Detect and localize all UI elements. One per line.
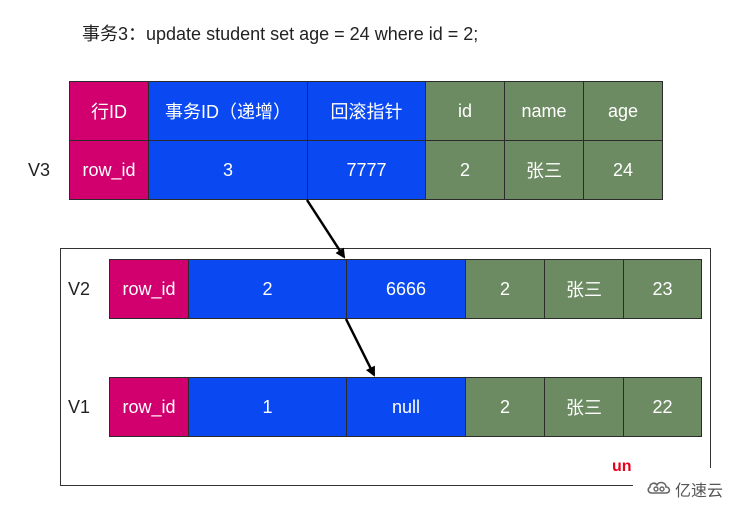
version-label-v1: V1 bbox=[68, 397, 91, 417]
v1-id: 2 bbox=[465, 377, 545, 437]
v2-id: 2 bbox=[465, 259, 545, 319]
cloud-logo-icon bbox=[647, 481, 671, 494]
version-label-v3: V3 bbox=[28, 160, 51, 180]
undo-log-box bbox=[60, 248, 711, 486]
v3-id: 2 bbox=[425, 140, 505, 200]
v2-roll-pointer: 6666 bbox=[346, 259, 466, 319]
v3-age: 24 bbox=[583, 140, 663, 200]
diagram-title: 事务3：update student set age = 24 where id… bbox=[82, 24, 479, 44]
v1-row-id: row_id bbox=[109, 377, 189, 437]
v2-to-v1-arrow bbox=[344, 318, 376, 377]
v2-row-id: row_id bbox=[109, 259, 189, 319]
v3-trx-id: 3 bbox=[148, 140, 308, 200]
v3-row-id: row_id bbox=[69, 140, 149, 200]
v3-roll-pointer: 7777 bbox=[307, 140, 426, 200]
header-name: name bbox=[504, 81, 584, 141]
v1-age: 22 bbox=[623, 377, 702, 437]
v2-age: 23 bbox=[623, 259, 702, 319]
undo-log-label: un bbox=[612, 458, 632, 475]
v1-name: 张三 bbox=[544, 377, 624, 437]
v3-to-v2-arrow bbox=[305, 199, 346, 259]
version-label-v2: V2 bbox=[68, 279, 91, 299]
v1-trx-id: 1 bbox=[188, 377, 347, 437]
v1-roll-pointer: null bbox=[346, 377, 466, 437]
watermark-text: 亿速云 bbox=[675, 483, 724, 500]
header-age: age bbox=[583, 81, 663, 141]
v2-trx-id: 2 bbox=[188, 259, 347, 319]
